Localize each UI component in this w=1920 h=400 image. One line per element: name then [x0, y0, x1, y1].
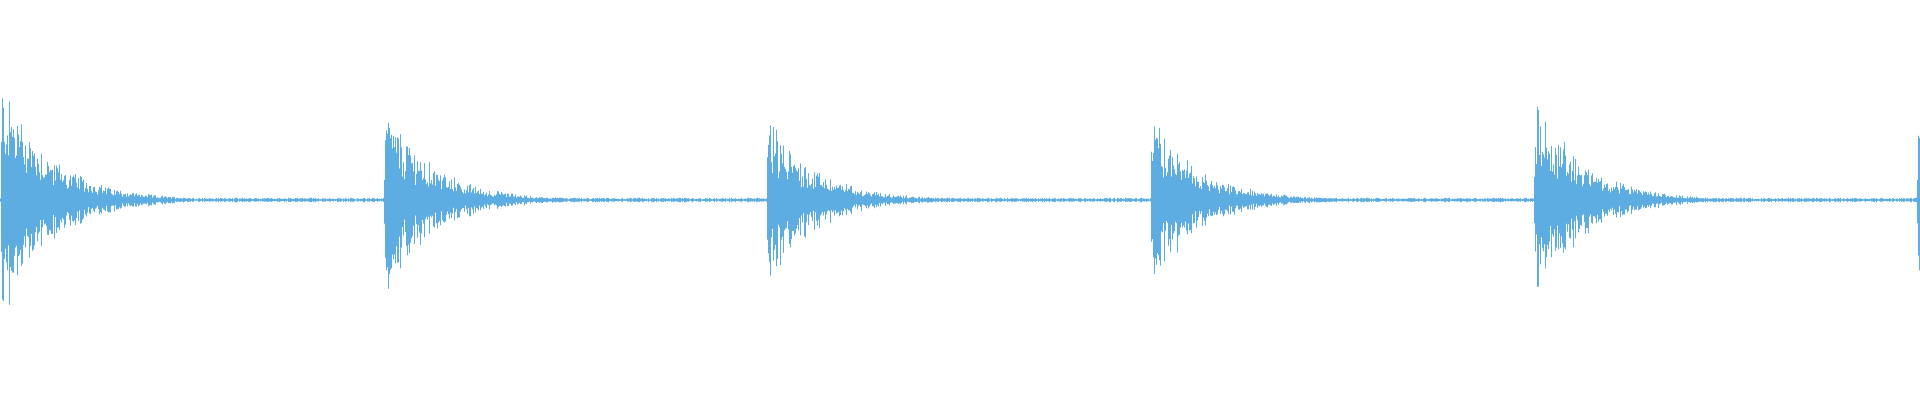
waveform-trace [0, 98, 1920, 305]
waveform-path [0, 98, 1920, 305]
